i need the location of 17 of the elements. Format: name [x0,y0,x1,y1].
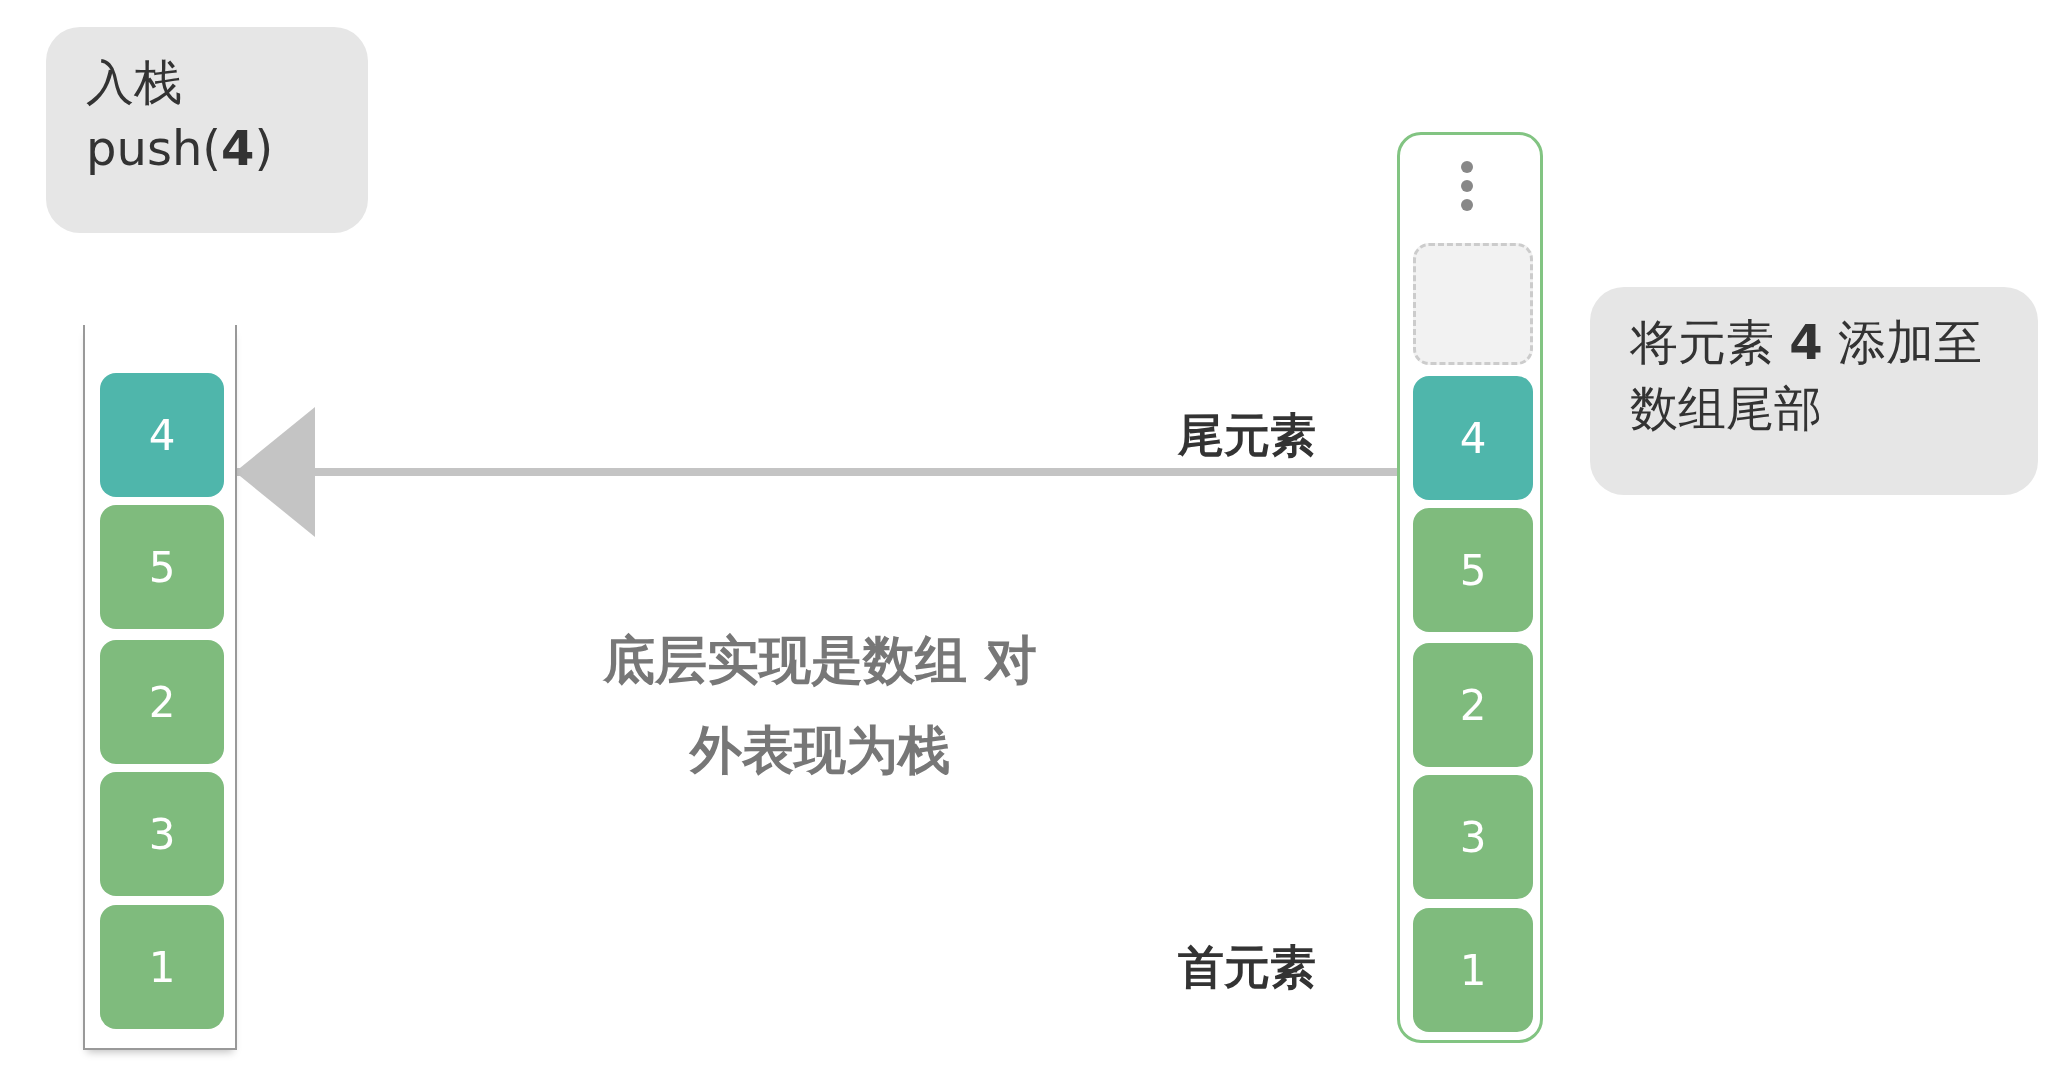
array-container [1397,132,1543,1043]
array-cell: 3 [1413,775,1533,899]
stack-cell: 1 [100,905,224,1029]
array-cell: 5 [1413,508,1533,632]
stack-cell: 5 [100,505,224,629]
stack-container [83,325,237,1050]
callout-box: 将元素 4 添加至数组尾部 [1590,287,2038,495]
callout-box: 入栈 push(4) [46,27,368,233]
stack-cell: 3 [100,772,224,896]
element-label: 尾元素 [1178,407,1316,463]
stack-cell: 4 [100,373,224,497]
array-cell: 2 [1413,643,1533,767]
element-label: 首元素 [1178,939,1316,995]
array-cell: 1 [1413,908,1533,1032]
array-cell: 4 [1413,376,1533,500]
stack-cell: 2 [100,640,224,764]
empty-slot [1413,243,1533,365]
